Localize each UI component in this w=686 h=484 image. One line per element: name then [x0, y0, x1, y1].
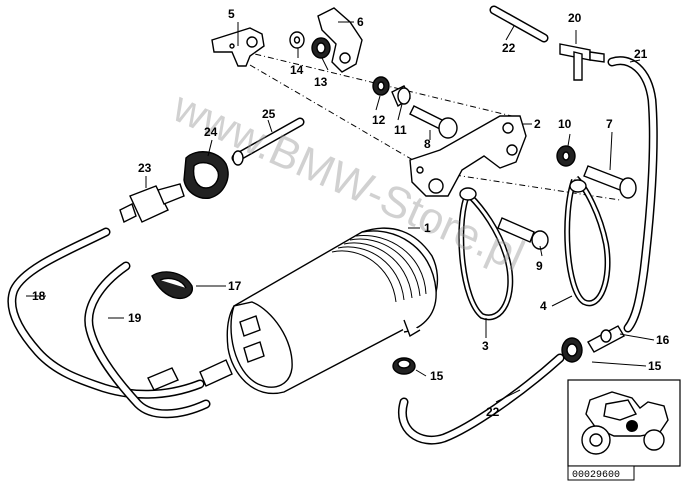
callout-10: 10: [558, 117, 572, 131]
callout-5: 5: [228, 7, 235, 21]
clip-part-24: [183, 151, 229, 199]
callout-25: 25: [262, 107, 276, 121]
callout-13: 13: [314, 75, 328, 89]
callout-labels: 5 6 14 13 12 11 8 2 10 7 1 9 3 4 15 15 1…: [32, 7, 670, 419]
callout-6: 6: [357, 15, 364, 29]
callout-15-lower: 15: [430, 369, 444, 383]
bolt-part-7: [583, 165, 637, 199]
grommet-part-13: [311, 37, 331, 59]
spacer-part-11: [391, 85, 411, 108]
callout-19: 19: [128, 311, 142, 325]
bracket-part-6: [317, 7, 363, 73]
filter-part-23: [119, 183, 185, 223]
callout-22-upper: 22: [502, 41, 516, 55]
reference-code: 00029600: [572, 470, 620, 481]
callout-3: 3: [482, 339, 489, 353]
callout-4: 4: [540, 299, 547, 313]
mounting-bracket-part-2: [409, 115, 527, 197]
washer-part-14: [289, 31, 305, 49]
callout-2: 2: [534, 117, 541, 131]
callout-24: 24: [204, 125, 218, 139]
reference-code-box: [567, 465, 635, 481]
callout-16: 16: [656, 333, 670, 347]
hose-part-22-upper: [489, 5, 549, 43]
callout-8: 8: [424, 137, 431, 151]
t-connector-part-20: [559, 43, 605, 81]
bracket-part-5: [211, 27, 265, 67]
rubber-collar-part-15-right: [561, 337, 583, 363]
motorcycle-inset: [567, 379, 681, 467]
connector-part-16: [587, 325, 625, 353]
callout-15-right: 15: [648, 359, 662, 373]
callout-14: 14: [290, 63, 304, 77]
location-indicator-dot: [626, 420, 638, 432]
hose-part-19: [84, 261, 233, 419]
callout-17: 17: [228, 279, 242, 293]
bolt-part-9: [497, 217, 549, 250]
assembly-line-top: [229, 47, 521, 119]
callout-9: 9: [536, 259, 543, 273]
rubber-mount-part-12: [372, 76, 390, 96]
hose-part-22-lower: [398, 353, 565, 445]
callout-23: 23: [138, 161, 152, 175]
callout-1: 1: [424, 221, 431, 235]
hose-part-21: [607, 56, 658, 333]
bolt-part-8: [409, 105, 458, 139]
callout-7: 7: [606, 117, 613, 131]
assembly-line-right: [454, 174, 621, 201]
callout-21: 21: [634, 47, 648, 61]
clamp-strap-part-4: [564, 175, 611, 307]
callout-20: 20: [568, 11, 582, 25]
fuel-canister-part-1: [226, 227, 439, 395]
clip-part-17: [151, 271, 193, 300]
assembly-line-bracket: [249, 64, 431, 171]
callout-12: 12: [372, 113, 386, 127]
callout-18: 18: [32, 289, 46, 303]
washer-part-10: [556, 145, 576, 167]
hose-part-25: [231, 117, 305, 166]
leader-lines: [26, 21, 655, 403]
clamp-strap-part-3: [458, 187, 514, 321]
hose-clamp-part-15-lower: [392, 357, 416, 375]
callout-11: 11: [394, 123, 407, 137]
callout-22-lower: 22: [486, 405, 500, 419]
